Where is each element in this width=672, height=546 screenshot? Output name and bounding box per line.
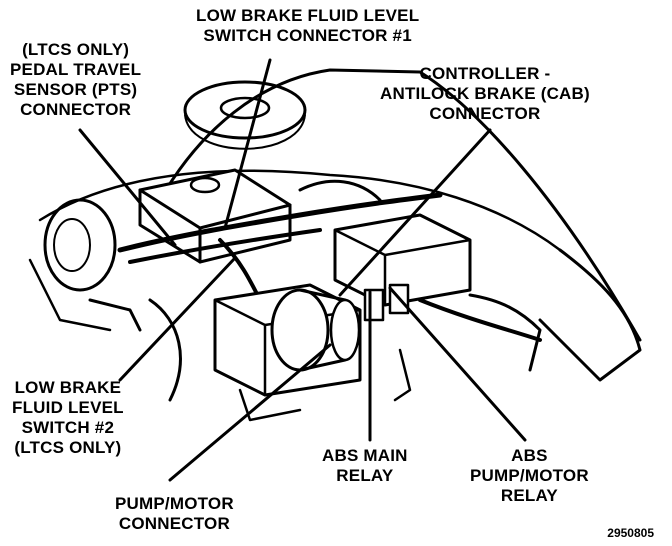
strut-tower-inner bbox=[219, 96, 271, 120]
leader-low-brake-switch-1 bbox=[223, 58, 272, 230]
leader-abs-pump-relay bbox=[388, 286, 527, 442]
brake-booster bbox=[43, 198, 117, 292]
relay-box bbox=[333, 213, 472, 307]
pump-motor bbox=[270, 288, 330, 372]
reservoir-cap bbox=[189, 176, 221, 194]
fender-right bbox=[538, 248, 642, 382]
abs-main-relay-body bbox=[363, 288, 385, 322]
leader-pump-motor-connector bbox=[168, 343, 332, 482]
strut-tower bbox=[183, 80, 307, 140]
cowl-line bbox=[38, 169, 562, 252]
leader-low-brake-switch-2 bbox=[118, 256, 237, 382]
figure-number: 2950805 bbox=[607, 526, 654, 540]
leader-pts-connector bbox=[78, 128, 177, 247]
leader-cab-connector bbox=[338, 128, 492, 297]
wiring-harness bbox=[117, 192, 443, 253]
label-cab-connector: CONTROLLER -ANTILOCK BRAKE (CAB)CONNECTO… bbox=[380, 64, 590, 123]
